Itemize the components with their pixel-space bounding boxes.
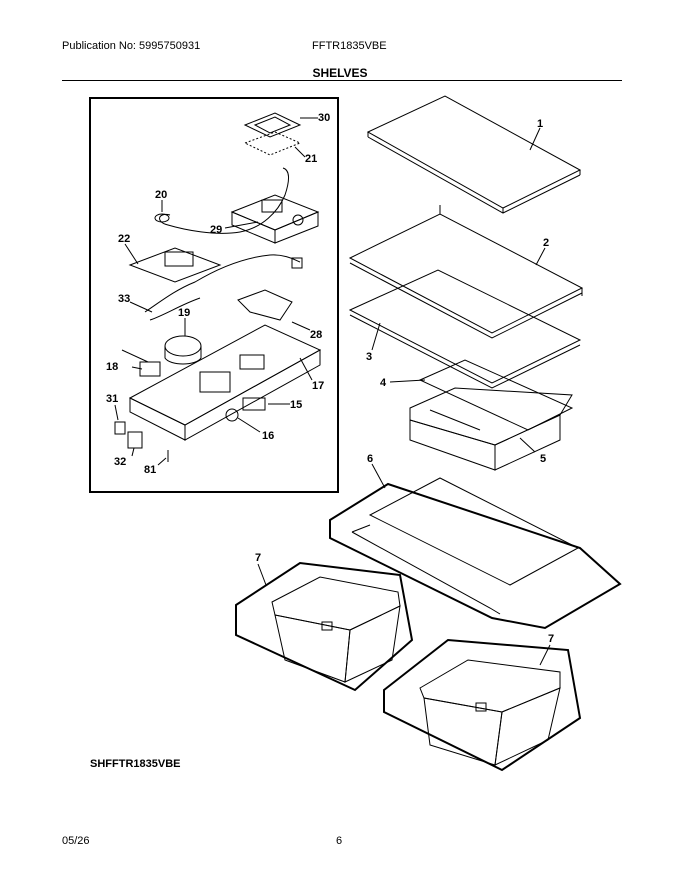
part-2-glass-shelf bbox=[348, 205, 584, 339]
callout-7-left: 7 bbox=[255, 552, 261, 564]
callout-2: 2 bbox=[543, 237, 549, 249]
callout-81: 81 bbox=[144, 464, 156, 476]
callout-17: 17 bbox=[312, 380, 324, 392]
callout-21: 21 bbox=[305, 153, 317, 165]
part-17-housing bbox=[128, 324, 322, 441]
part-20-connector bbox=[154, 213, 170, 223]
callout-18: 18 bbox=[106, 361, 118, 373]
callout-19: 19 bbox=[178, 307, 190, 319]
part-15-sensor bbox=[242, 397, 266, 411]
callout-3: 3 bbox=[366, 351, 372, 363]
part-22-module bbox=[128, 247, 222, 283]
part-18-switch bbox=[121, 349, 161, 377]
part-30-frame bbox=[243, 112, 302, 138]
callout-5: 5 bbox=[540, 453, 546, 465]
part-3-glass-shelf bbox=[348, 269, 582, 389]
callout-20: 20 bbox=[155, 189, 167, 201]
part-4-pan-cover-frame bbox=[418, 359, 574, 431]
ice-control-group-frame bbox=[89, 97, 339, 493]
callout-30: 30 bbox=[318, 112, 330, 124]
callout-22: 22 bbox=[118, 233, 130, 245]
part-33-harness bbox=[144, 254, 301, 313]
part-29-control-box bbox=[230, 194, 320, 244]
part-31-clip bbox=[114, 421, 126, 435]
callout-33: 33 bbox=[118, 293, 130, 305]
callout-28: 28 bbox=[310, 329, 322, 341]
part-33-branch bbox=[149, 297, 201, 321]
page-number: 6 bbox=[336, 835, 343, 847]
diagram-code: SHFFTR1835VBE bbox=[90, 758, 181, 770]
callout-29: 29 bbox=[210, 224, 222, 236]
part-7-frame-a bbox=[235, 561, 414, 692]
callout-4: 4 bbox=[380, 377, 387, 389]
part-21-gasket bbox=[243, 131, 302, 156]
part-7-frame-b bbox=[383, 638, 582, 772]
footer-date: 05/26 bbox=[62, 835, 90, 847]
part-6-deli-drawer bbox=[351, 477, 580, 615]
part-32-socket bbox=[127, 431, 143, 449]
section-title: SHELVES bbox=[312, 66, 368, 80]
callout-7-right: 7 bbox=[548, 633, 554, 645]
callout-32: 32 bbox=[114, 456, 126, 468]
callout-15: 15 bbox=[290, 399, 302, 411]
callout-6: 6 bbox=[367, 453, 373, 465]
part-5-crisper-pan bbox=[409, 387, 573, 471]
callout-16: 16 bbox=[262, 430, 274, 442]
callout-31: 31 bbox=[106, 393, 118, 405]
part-6-frame bbox=[329, 482, 622, 630]
part-1-glass-shelf bbox=[366, 95, 582, 214]
header-rule bbox=[62, 80, 622, 81]
callout-1: 1 bbox=[537, 118, 543, 130]
publication-number: Publication No: 5995750931 bbox=[62, 40, 201, 52]
model-number: FFTR1835VBE bbox=[312, 40, 387, 52]
part-7-bin-b bbox=[419, 659, 561, 766]
harness-connector bbox=[291, 257, 303, 269]
part-20-harness bbox=[159, 167, 289, 234]
part-19-motor bbox=[164, 335, 202, 365]
part-28-bracket bbox=[237, 289, 293, 321]
part-7-bin-a bbox=[271, 576, 401, 683]
part-16-fitting bbox=[225, 408, 239, 422]
